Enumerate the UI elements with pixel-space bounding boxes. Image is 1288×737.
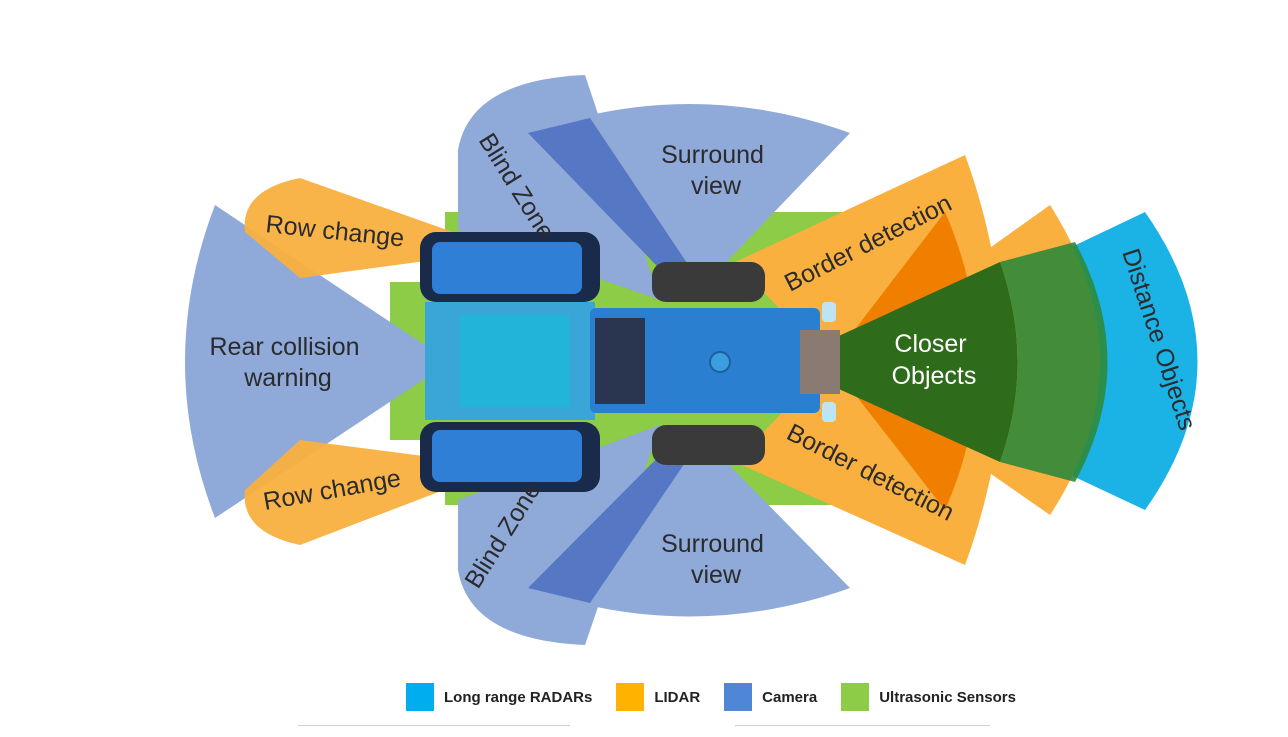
- legend-item-radar: Long range RADARs: [406, 683, 592, 711]
- rear-collision-label: Rear collision warning: [209, 333, 366, 392]
- legend-label-ultrasonic: Ultrasonic Sensors: [879, 688, 1016, 706]
- legend-label-camera: Camera: [762, 688, 818, 706]
- rear-wheel-bottom-face: [432, 430, 582, 482]
- legend-label-lidar: LIDAR: [654, 688, 701, 706]
- hood-cap: [709, 351, 731, 373]
- legend-item-camera: Camera: [724, 683, 817, 711]
- front-wheel-bottom: [652, 425, 765, 465]
- vehicle: [420, 232, 840, 492]
- legend-item-lidar: LIDAR: [616, 683, 700, 711]
- hood: [590, 308, 820, 413]
- headlight-top: [822, 302, 836, 322]
- row-change-zone-top: [244, 178, 470, 278]
- rear-collision-zone: [185, 205, 450, 518]
- legend-item-ultrasonic: Ultrasonic Sensors: [841, 683, 1016, 711]
- camera-overlap-top: [528, 118, 695, 300]
- legend-swatch-camera: [724, 683, 753, 711]
- grille: [800, 330, 840, 394]
- surround-view-bottom-label: Surround view: [661, 530, 771, 589]
- rear-wheel-top-face: [432, 242, 582, 294]
- legend-label-radar: Long range RADARs: [444, 688, 593, 706]
- closer-objects-label: Closer Objects: [892, 330, 977, 390]
- divider-left: [298, 725, 570, 726]
- headlight-bottom: [822, 402, 836, 422]
- windshield: [595, 318, 645, 404]
- legend-swatch-ultrasonic: [841, 683, 870, 711]
- divider-right: [735, 725, 990, 726]
- camera-overlap-bottom: [528, 425, 695, 603]
- legend-swatch-radar: [406, 683, 434, 711]
- near-field-zone: [830, 262, 1018, 462]
- cab-roof: [460, 315, 570, 407]
- blind-zone-bottom: [458, 425, 660, 645]
- surround-view-top-label: Surround view: [661, 141, 771, 200]
- far-green-zone: [1000, 242, 1108, 482]
- front-wheel-top: [652, 262, 765, 302]
- row-change-zone-bottom: [244, 440, 470, 545]
- legend-swatch-lidar: [616, 683, 645, 711]
- legend: Long range RADARs LIDAR Camera Ultrasoni…: [406, 683, 1040, 711]
